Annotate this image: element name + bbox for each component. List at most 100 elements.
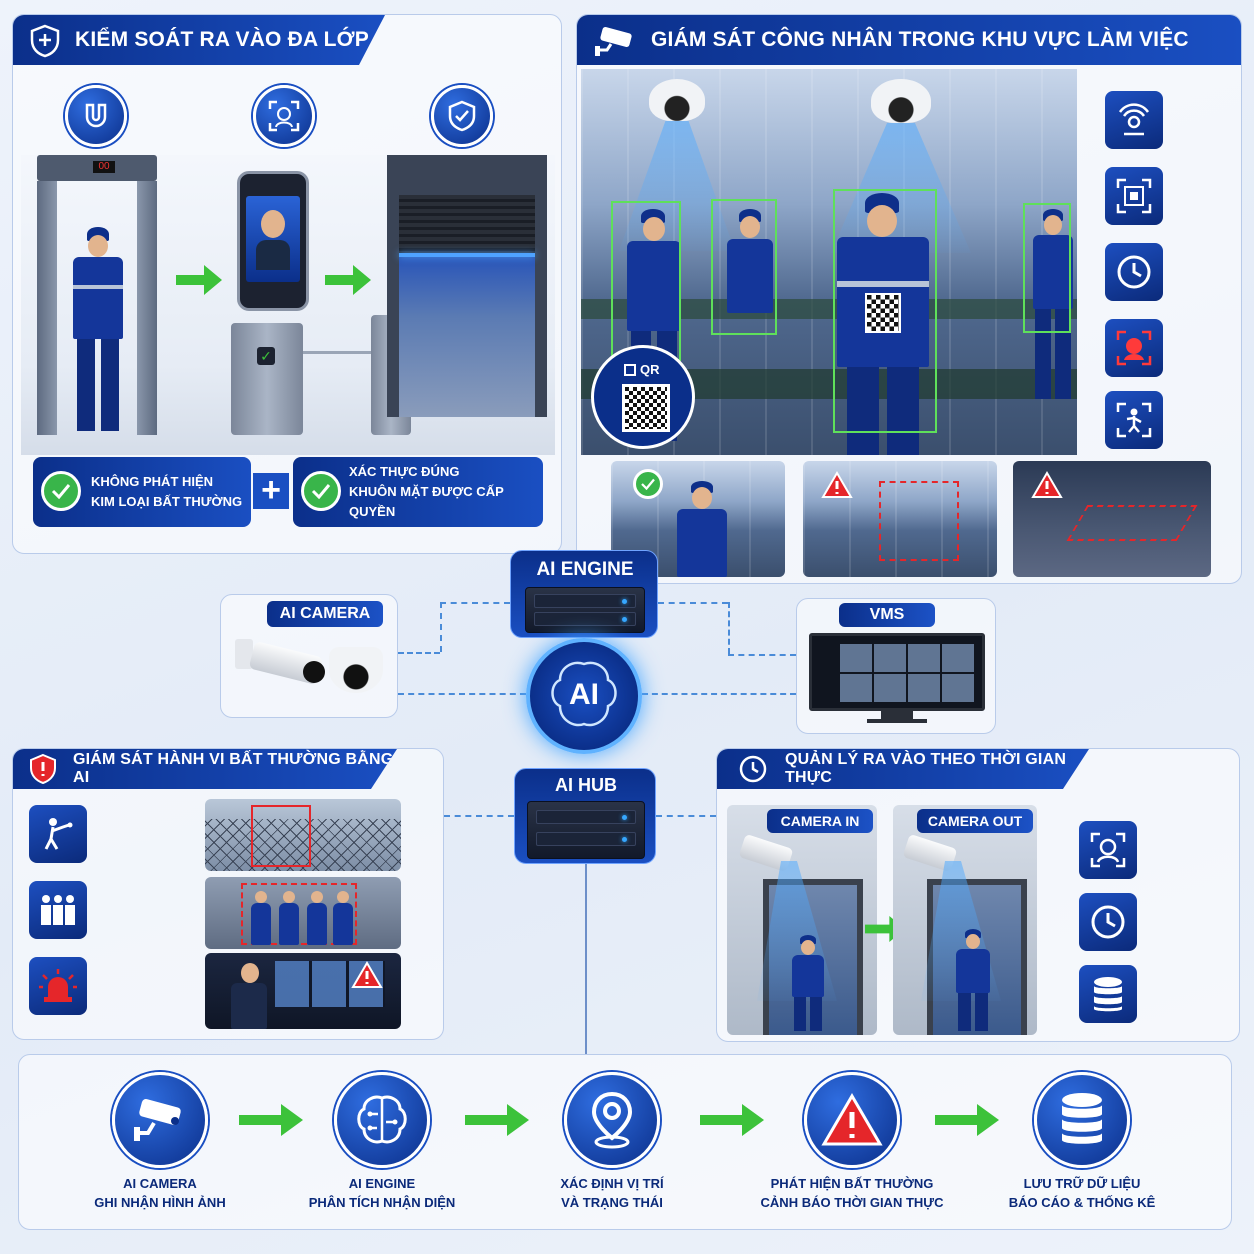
database-icon [1057, 1090, 1107, 1150]
rolling-shutter-door [387, 155, 547, 417]
worker-3-qr [831, 193, 935, 455]
flow-arrow-icon [239, 1104, 303, 1141]
ai-core-label: AI [569, 678, 599, 711]
flow-step-line2: CẢNH BÁO THỜI GIAN THỰC [760, 1195, 944, 1210]
connector-line [642, 693, 796, 695]
warning-icon [1031, 471, 1063, 498]
worker-monitoring-title: GIÁM SÁT CÔNG NHÂN TRONG KHU VỰC LÀM VIỆ… [651, 28, 1189, 51]
server-icon [525, 587, 645, 633]
abnormal-behavior-header: GIÁM SÁT HÀNH VI BẤT THƯỜNG BẰNG AI [13, 749, 397, 789]
check-icon [301, 471, 341, 511]
alarm-siren-icon [29, 957, 87, 1015]
realtime-access-header: QUẢN LÝ RA VÀO THEO THỜI GIAN THỰC [717, 749, 1089, 789]
shield-alert-icon [27, 753, 59, 785]
flow-step-line2: GHI NHẬN HÌNH ẢNH [94, 1195, 226, 1210]
flow-step-line1: XÁC ĐỊNH VỊ TRÍ [560, 1176, 664, 1191]
entrance-scene: 00 ✓ [21, 155, 555, 455]
connector-line [440, 602, 442, 652]
connector-line [398, 652, 440, 654]
status-face-verified: XÁC THỰC ĐÚNG KHUÔN MẶT ĐƯỢC CẤP QUYỀN [293, 457, 543, 527]
status-no-metal: KHÔNG PHÁT HIỆN KIM LOẠI BẤT THƯỜNG [33, 457, 251, 527]
flow-step-1-label: AI CAMERA GHI NHẬN HÌNH ẢNH [60, 1174, 260, 1212]
flow-step-4-icon [804, 1072, 900, 1168]
shield-plus-icon [27, 23, 63, 59]
server-icon [527, 801, 645, 859]
thumb-floor-alert [1013, 461, 1211, 577]
flow-arrow-icon [176, 265, 222, 295]
connector-line [728, 654, 796, 656]
detection-box [833, 189, 937, 433]
group-people-icon [29, 881, 87, 939]
location-pin-icon [587, 1090, 637, 1150]
flow-step-line2: VÀ TRẠNG THÁI [561, 1195, 663, 1210]
abnormal-behavior-title: GIÁM SÁT HÀNH VI BẤT THƯỜNG BẰNG AI [73, 751, 394, 786]
flow-step-line1: AI CAMERA [123, 1176, 197, 1191]
worker-entering [789, 935, 827, 1031]
rfid-tag-icon [1105, 91, 1163, 149]
dome-camera-icon [329, 647, 383, 693]
detection-box [611, 201, 681, 361]
connector-line [656, 815, 716, 817]
ai-core: AI [526, 638, 642, 754]
camera-in-label: CAMERA IN [767, 809, 873, 833]
flow-arrow-icon [465, 1104, 529, 1141]
connector-line [398, 693, 526, 695]
clock-icon [737, 753, 769, 785]
worker-2 [719, 209, 779, 359]
status-face-verified-line1: XÁC THỰC ĐÚNG [349, 464, 460, 479]
vms-label: VMS [839, 603, 935, 627]
factory-floor-view: QR [581, 69, 1077, 455]
connector-line [440, 602, 510, 604]
monitor-icon [809, 633, 985, 711]
flow-step-line1: LƯU TRỮ DỮ LIỆU [1023, 1176, 1141, 1191]
worker-monitoring-header: GIÁM SÁT CÔNG NHÂN TRONG KHU VỰC LÀM VIỆ… [577, 15, 1241, 65]
detection-box [1023, 203, 1071, 333]
connector-line [728, 602, 730, 654]
control-room-image [205, 953, 401, 1029]
access-control-title: KIỂM SOÁT RA VÀO ĐA LỚP [75, 28, 369, 51]
flow-step-1-icon [112, 1072, 208, 1168]
flow-arrow-icon [935, 1104, 999, 1141]
face-alert-icon [1105, 319, 1163, 377]
turnstile-left: ✓ [231, 323, 303, 435]
metal-detector-gate: 00 [37, 155, 157, 435]
connector-line [585, 862, 587, 1054]
cctv-camera-icon [130, 1095, 190, 1145]
metal-detector-icon [65, 85, 127, 147]
ai-camera-box: AI CAMERA [220, 594, 398, 718]
qr-code-icon [622, 384, 670, 432]
thumb-zone-alert [803, 461, 997, 577]
face-recognition-terminal [237, 171, 309, 311]
clock-icon [1105, 243, 1163, 301]
qr-zoom-circle: QR [591, 345, 695, 449]
person-scan-icon [1105, 391, 1163, 449]
crowd-detection-image [205, 877, 401, 949]
qr-scan-icon [1105, 167, 1163, 225]
status-no-metal-line2: KIM LOẠI BẤT THƯỜNG [91, 494, 243, 509]
flow-step-3-icon [564, 1072, 660, 1168]
face-id-icon [253, 85, 315, 147]
flow-arrow-icon [325, 265, 371, 295]
brain-icon [551, 661, 617, 727]
status-face-verified-line2: KHUÔN MẶT ĐƯỢC CẤP QUYỀN [349, 484, 504, 519]
check-icon [41, 471, 81, 511]
ai-engine-label: AI ENGINE [536, 559, 634, 580]
connector-line [444, 815, 514, 817]
warning-icon [820, 1092, 884, 1148]
flow-step-5-icon [1034, 1072, 1130, 1168]
plus-sign: + [253, 473, 289, 509]
dome-camera [871, 79, 931, 123]
worker-monitoring-panel: GIÁM SÁT CÔNG NHÂN TRONG KHU VỰC LÀM VIỆ… [576, 14, 1242, 584]
fence-climbing-image [205, 799, 401, 871]
abnormal-behavior-panel: GIÁM SÁT HÀNH VI BẤT THƯỜNG BẰNG AI [12, 748, 444, 1040]
ai-camera-label: AI CAMERA [267, 601, 383, 627]
database-icon [1079, 965, 1137, 1023]
ai-hub-box: AI HUB [514, 768, 656, 864]
ai-hub-label: AI HUB [555, 775, 617, 795]
realtime-access-title: QUẢN LÝ RA VÀO THEO THỜI GIAN THỰC [785, 751, 1067, 786]
camera-in-view: CAMERA IN [727, 805, 877, 1035]
detection-box [251, 805, 311, 867]
